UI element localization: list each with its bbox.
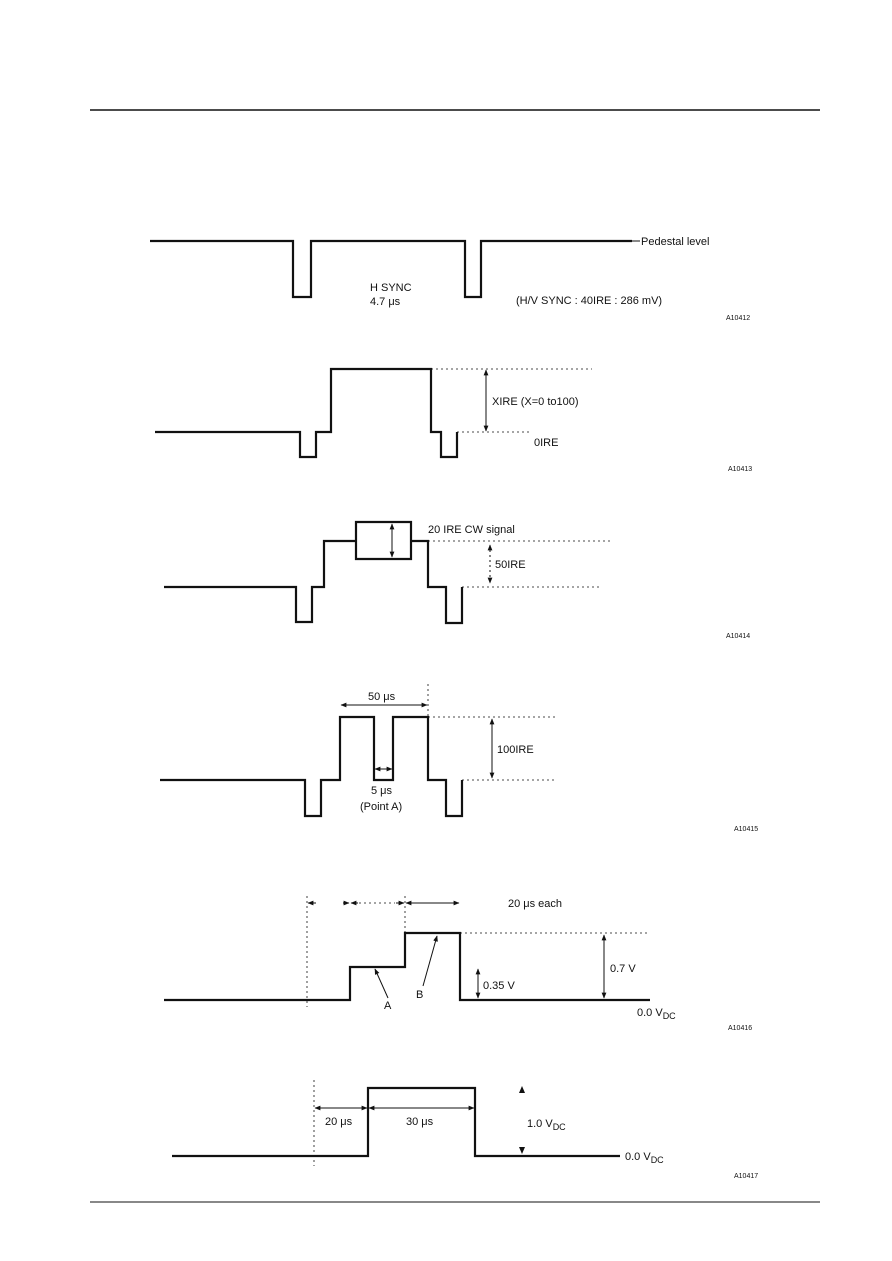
xire-waveform <box>155 367 459 459</box>
level-label: 50IRE <box>495 559 526 571</box>
point-b-label: B <box>416 989 423 1001</box>
hsync-label: H SYNC <box>370 282 412 294</box>
point-a-label: A <box>384 1000 392 1012</box>
width-label: 50 μs <box>368 691 396 703</box>
hsync-waveform <box>150 239 632 299</box>
staircase-waveform <box>164 931 650 1002</box>
figure-code: A10416 <box>728 1025 752 1032</box>
xire-label: XIRE (X=0 to100) <box>492 396 579 408</box>
interval-label: 20 μs each <box>508 898 562 910</box>
figure-cw: 20 IRE CW signal 50IRE A10414 <box>164 520 750 640</box>
down-arrowhead <box>519 1147 525 1154</box>
pedestal-label: Pedestal level <box>641 236 710 248</box>
point-b-pointer <box>422 935 438 987</box>
point-a-pointer <box>374 968 389 999</box>
v035-label: 0.35 V <box>483 980 515 992</box>
figure-hsync: Pedestal level H SYNC 4.7 μs (H/V SYNC :… <box>150 236 750 322</box>
figure-code: A10417 <box>734 1173 758 1180</box>
figure-staircase: 20 μs each 0.7 V 0.35 V A B 0.0 VDC A104… <box>164 896 752 1032</box>
zero-vdc-label: 0.0 VDC <box>625 1151 664 1165</box>
gap-label: 5 μs <box>371 785 393 797</box>
figure-pulse: 20 μs 30 μs 1.0 VDC 0.0 VDC A10417 <box>172 1080 758 1180</box>
v07-label: 0.7 V <box>610 963 636 975</box>
level-label: 100IRE <box>497 744 534 756</box>
pulse-waveform <box>172 1086 620 1158</box>
figure-code: A10413 <box>728 466 752 473</box>
figure-code: A10415 <box>734 826 758 833</box>
zero-vdc-label: 0.0 VDC <box>637 1007 676 1021</box>
cw-waveform <box>164 520 464 625</box>
figure-xire: XIRE (X=0 to100) 0IRE A10413 <box>155 367 752 473</box>
zero-ire-label: 0IRE <box>534 437 558 449</box>
figure-code: A10412 <box>726 315 750 322</box>
t30-label: 30 μs <box>406 1116 434 1128</box>
point-a-label: (Point A) <box>360 801 402 813</box>
hv-sync-label: (H/V SYNC : 40IRE : 286 mV) <box>516 295 662 307</box>
figure-code: A10414 <box>726 633 750 640</box>
100ire-waveform <box>160 715 464 818</box>
hsync-width-label: 4.7 μs <box>370 296 401 308</box>
t20-label: 20 μs <box>325 1116 353 1128</box>
v10-label: 1.0 VDC <box>527 1118 566 1132</box>
figure-100ire: 50 μs 100IRE 5 μs (Point A) A10415 <box>160 684 758 833</box>
cw-label: 20 IRE CW signal <box>428 524 515 536</box>
up-arrowhead <box>519 1086 525 1093</box>
